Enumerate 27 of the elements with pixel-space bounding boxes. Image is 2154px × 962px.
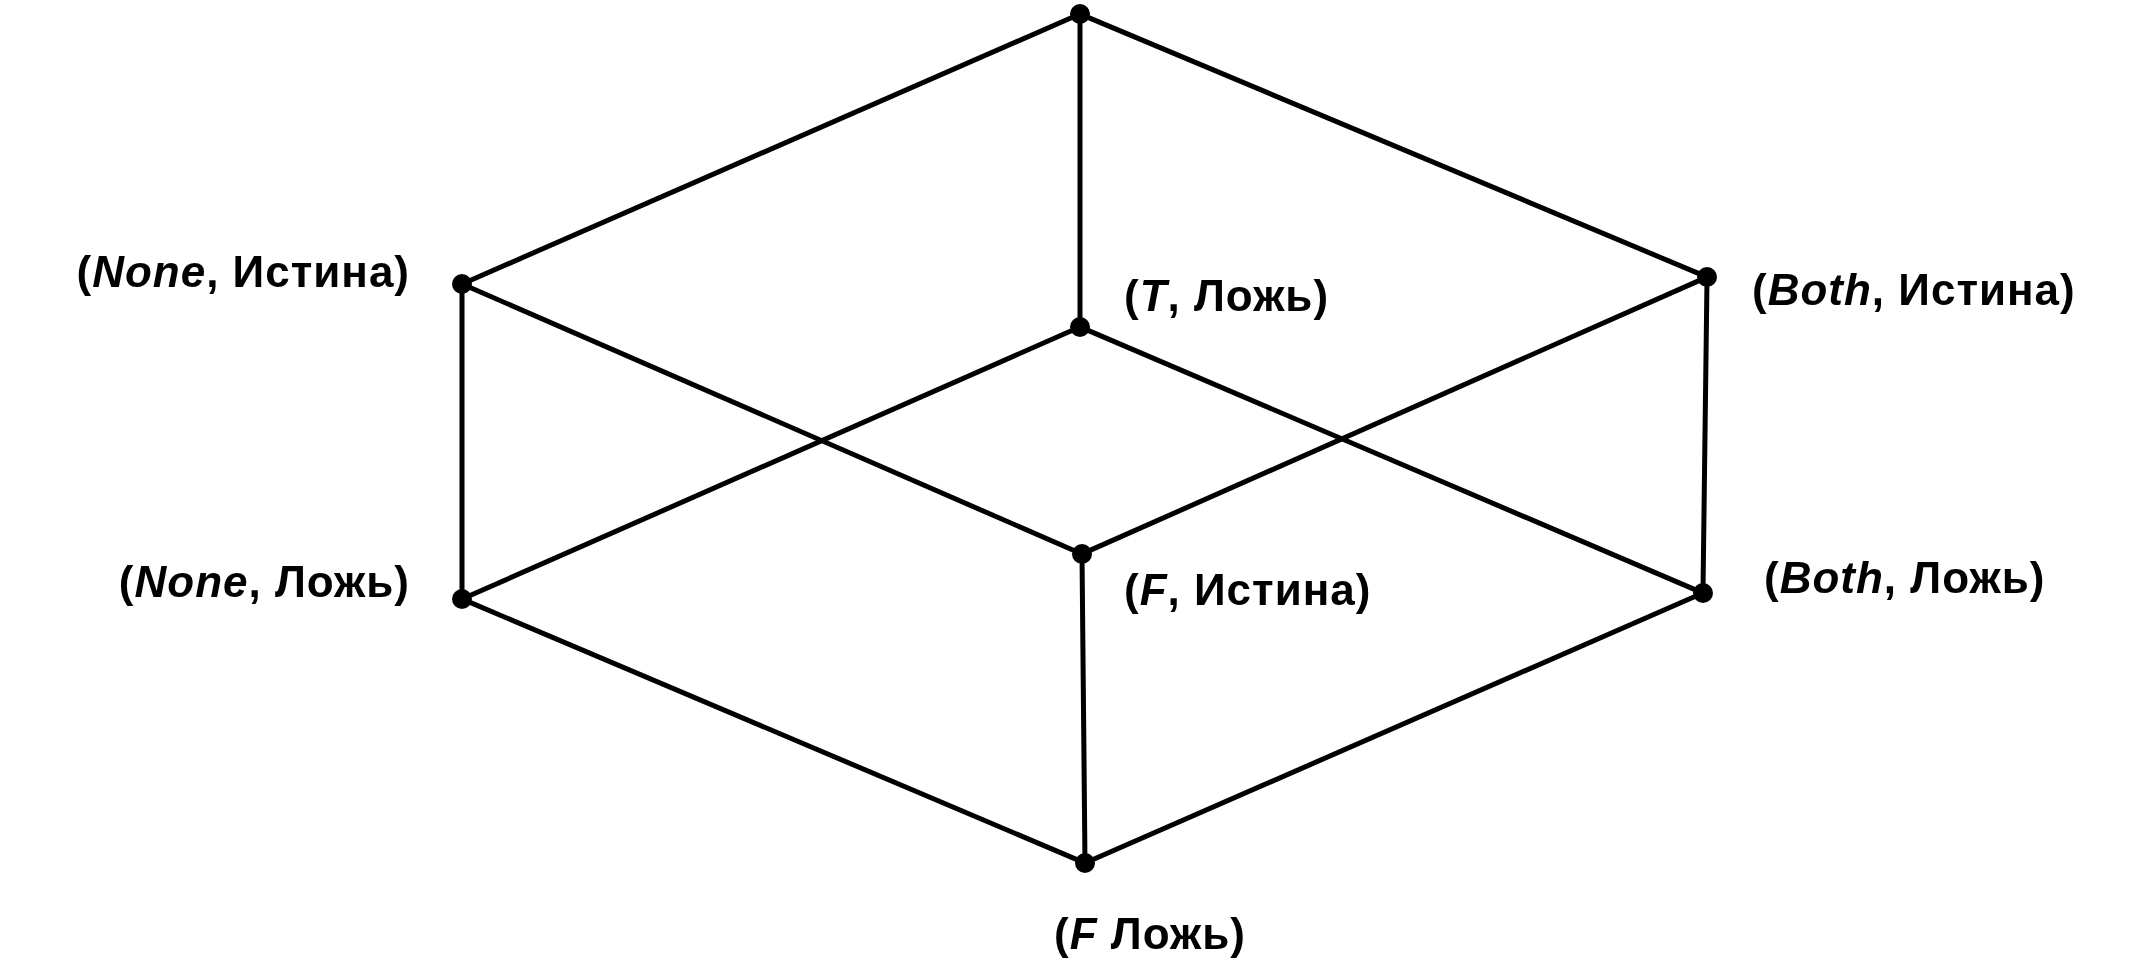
vertex-label: (F, Истина) bbox=[1124, 565, 1372, 615]
vertex-label: (None, Ложь) bbox=[118, 557, 410, 607]
edge-line bbox=[468, 15, 1074, 283]
vertex-dot bbox=[1075, 853, 1095, 873]
vertex-dot bbox=[1697, 267, 1717, 287]
edge-line bbox=[459, 291, 465, 592]
edge-line bbox=[1086, 15, 1701, 276]
vertex-label: (None, Истина) bbox=[76, 247, 410, 297]
edge-line bbox=[1091, 594, 1697, 862]
vertex-label: (T, Ложь) bbox=[1124, 271, 1330, 321]
edge-line bbox=[1086, 328, 1697, 592]
vertex-label: (F Ложь) bbox=[1054, 909, 1246, 959]
edge-line bbox=[468, 600, 1079, 862]
vertex-dot bbox=[452, 589, 472, 609]
vertex-label: (Both, Истина) bbox=[1752, 265, 2076, 315]
vertex-dot bbox=[1070, 4, 1090, 24]
vertex-label: (Both, Ложь) bbox=[1764, 553, 2046, 603]
edge-line bbox=[1077, 21, 1083, 320]
edge-line bbox=[468, 328, 1074, 598]
edge-line bbox=[1088, 278, 1701, 553]
vertex-dot bbox=[1072, 544, 1092, 564]
edge-line bbox=[1700, 284, 1710, 586]
vertex-dot bbox=[1070, 317, 1090, 337]
vertex-dot bbox=[452, 274, 472, 294]
vertex-dot bbox=[1693, 583, 1713, 603]
edge-line bbox=[1079, 561, 1088, 856]
edge-line bbox=[468, 285, 1076, 553]
